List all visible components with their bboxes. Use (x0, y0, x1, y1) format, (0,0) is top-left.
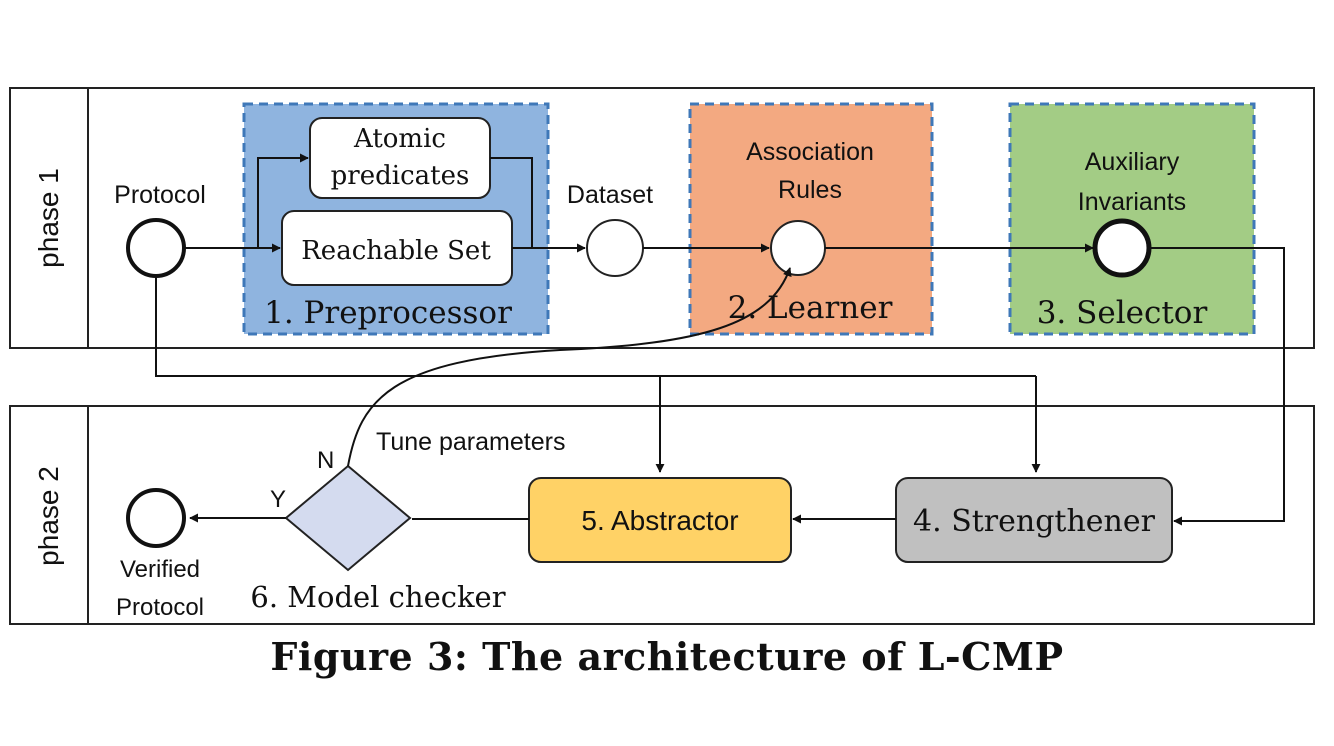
learner-box (688, 102, 934, 336)
phase1-lane: phase 1 (9, 87, 1315, 349)
selector-box (1008, 102, 1256, 336)
phase2-connectors (189, 267, 896, 524)
reachable-set-label: Reachable Set (301, 236, 491, 266)
auxiliary-invariants-line1: Auxiliary (1085, 148, 1180, 176)
atomic-predicates-line1: Atomic (353, 124, 446, 154)
learner-region: Association Rules 2. Learner (688, 102, 934, 336)
model-checker-node: 6. Model checker (250, 464, 506, 614)
phase2-lane: phase 2 (9, 405, 1315, 625)
phase1-connectors (155, 153, 1285, 526)
model-checker-diamond (284, 464, 412, 572)
reachable-set-node: Reachable Set (281, 210, 513, 286)
no-branch-label: N (317, 447, 334, 474)
selector-region: Auxiliary Invariants 3. Selector (1008, 102, 1256, 336)
abstractor-label: 5. Abstractor (581, 505, 738, 536)
strengthener-node: 4. Strengthener (895, 477, 1173, 563)
verified-protocol-node: Verified Protocol (116, 488, 204, 621)
atomic-predicates-node: Atomic predicates (309, 117, 491, 199)
verified-protocol-line1: Verified (120, 556, 200, 583)
auxiliary-invariants-line2: Invariants (1078, 188, 1186, 216)
learner-label: 2. Learner (728, 290, 893, 326)
phase1-label: phase 1 (33, 168, 64, 268)
association-rules-line1: Association (746, 138, 874, 166)
figure-caption: Figure 3: The architecture of L-CMP (270, 634, 1064, 679)
selector-label: 3. Selector (1037, 295, 1208, 331)
verified-protocol-circle (126, 488, 186, 548)
tune-parameters-label: Tune parameters (376, 428, 565, 456)
verified-protocol-line2: Protocol (116, 594, 204, 621)
selector-event-circle (1092, 218, 1152, 278)
yes-branch-label: Y (270, 486, 286, 513)
dataset-node: Dataset (567, 181, 653, 277)
dataset-label: Dataset (567, 181, 653, 209)
preprocessor-label: 1. Preprocessor (264, 295, 512, 331)
tune-parameters-loop (347, 267, 792, 467)
association-rules-line2: Rules (778, 176, 842, 204)
abstractor-node: 5. Abstractor (528, 477, 792, 563)
learner-event-circle (770, 220, 826, 276)
strengthener-label: 4. Strengthener (913, 504, 1156, 539)
atomic-predicates-line2: predicates (331, 161, 470, 191)
dataset-circle (586, 219, 644, 277)
model-checker-label: 6. Model checker (250, 580, 505, 614)
protocol-node: Protocol (114, 181, 206, 278)
phase2-label: phase 2 (33, 466, 64, 566)
protocol-label: Protocol (114, 181, 206, 209)
protocol-circle (126, 218, 186, 278)
